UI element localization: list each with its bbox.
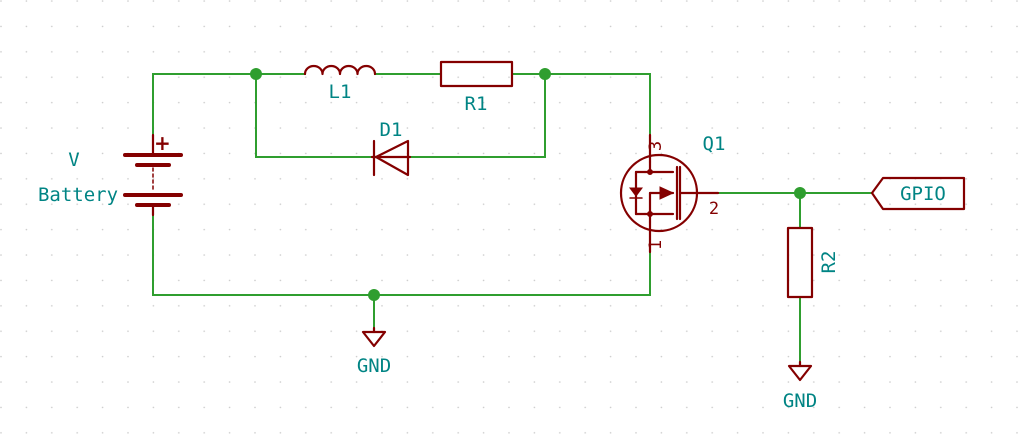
wire-diode-left [255, 73, 373, 158]
inductor-ref-label: L1 [329, 81, 352, 103]
battery-value-label: Battery [38, 184, 118, 206]
ground-symbol [361, 326, 387, 348]
resistor-r1-symbol [439, 60, 514, 88]
resistor-r1-ref-label: R1 [465, 93, 488, 115]
battery-ref-label: V [68, 149, 79, 171]
ground-label: GND [783, 390, 817, 412]
wire-r1-to-drain [511, 73, 651, 136]
junction-dot [794, 187, 806, 199]
wires [152, 73, 873, 363]
battery-plus-sign: + [154, 131, 171, 155]
ground-label: GND [357, 355, 391, 377]
mosfet-pin-1: 1 [646, 240, 666, 250]
diode-ref-label: D1 [380, 119, 403, 141]
mosfet-pin-3: 3 [646, 141, 666, 151]
diode-symbol [370, 139, 412, 177]
ground-symbol [787, 360, 813, 382]
battery-symbol: + [123, 131, 183, 217]
junctions [250, 68, 806, 301]
gpio-label-shape [870, 176, 966, 211]
mosfet-pin-2: 2 [709, 199, 719, 219]
mosfet-symbol [619, 133, 720, 254]
gpio-label-text: GPIO [900, 183, 946, 205]
mosfet-ref-label: Q1 [703, 133, 726, 155]
junction-dot [368, 289, 380, 301]
junction-dot [250, 68, 262, 80]
wire-ground-return [152, 214, 651, 296]
resistor-r2-symbol [786, 226, 814, 299]
junction-dot [539, 68, 551, 80]
resistor-r2-ref-label: R2 [818, 251, 840, 274]
wire-battery-top [152, 73, 257, 136]
wire-diode-right [409, 73, 546, 158]
inductor-symbol [303, 64, 377, 76]
